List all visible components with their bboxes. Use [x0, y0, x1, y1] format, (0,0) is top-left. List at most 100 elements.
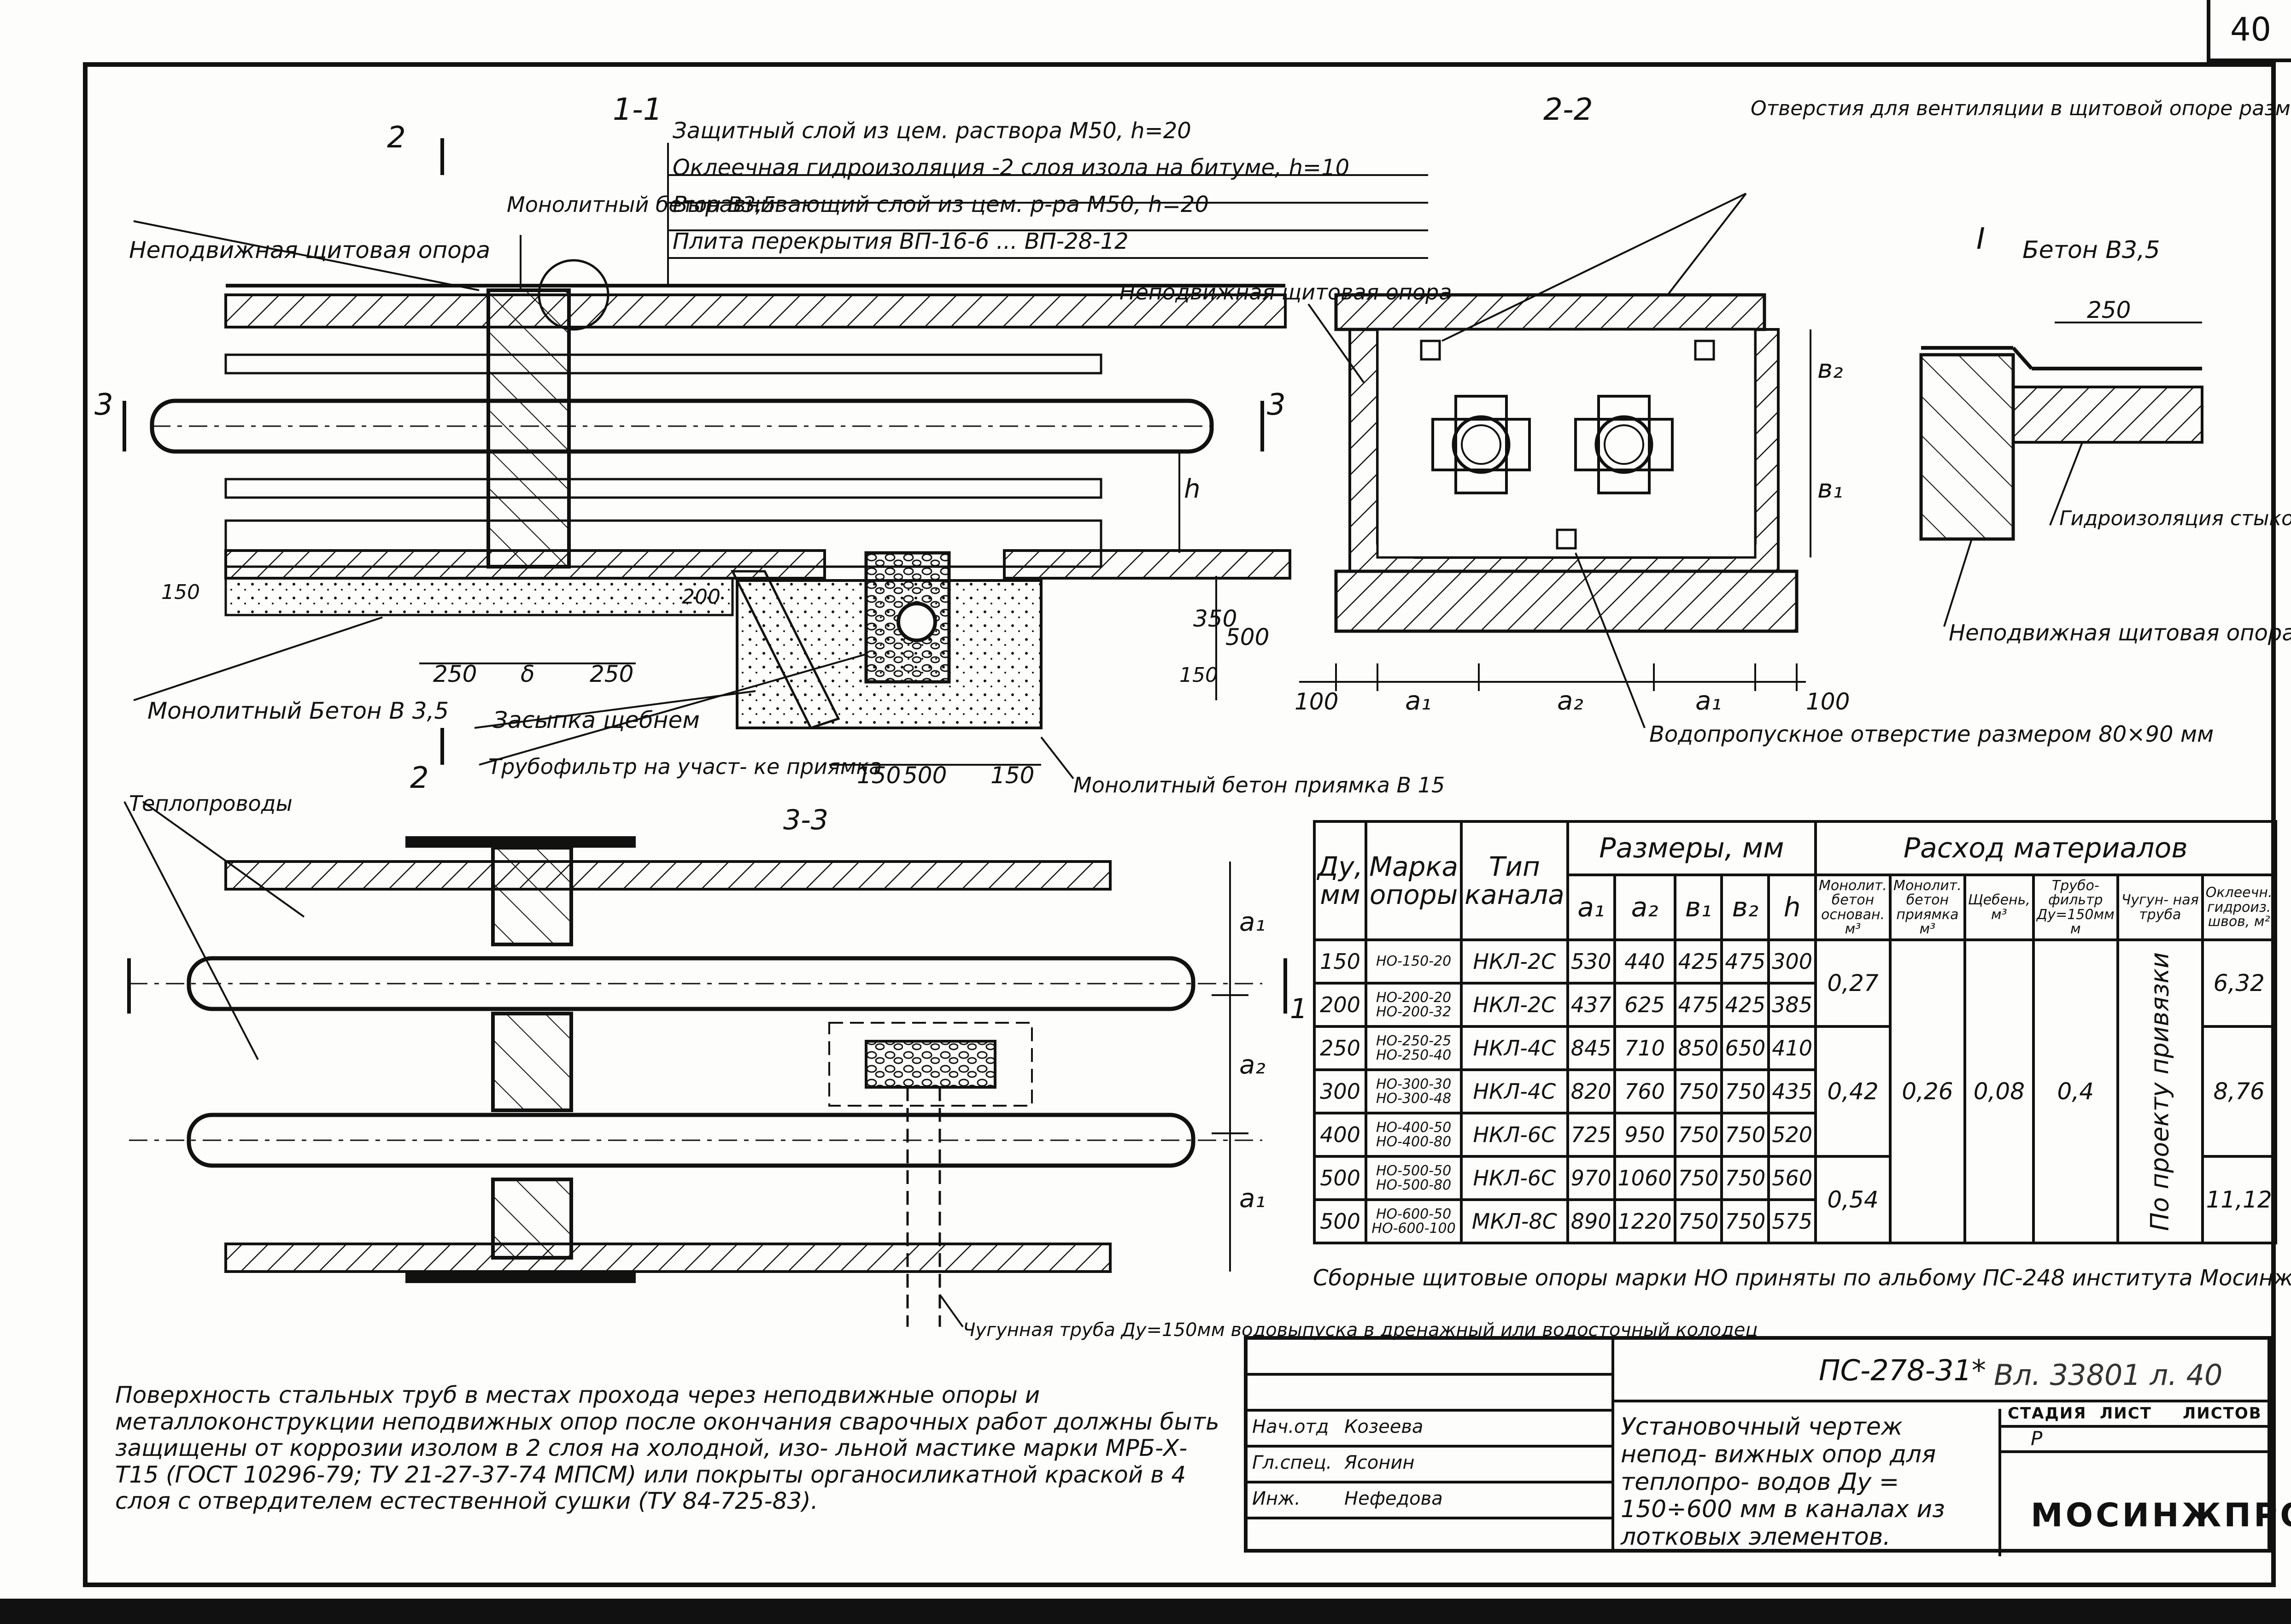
table-row: 400 НО-400-50 НО-400-80 НКЛ-6С 725 950 7…: [1312, 1112, 2276, 1158]
cell-waterproof-3: 11,12: [2201, 1155, 2277, 1244]
dim-a1-33-bottom: a₁: [1239, 1184, 1266, 1214]
cell-base-2: 0,42: [1814, 1025, 1892, 1158]
cut-mark-2-bottom: 2: [410, 761, 429, 795]
cell-b1: 750: [1673, 1068, 1723, 1114]
cell-a2: 1060: [1613, 1155, 1676, 1201]
dim-150-h2: 150: [990, 762, 1034, 789]
drawing-description: Установочный чертеж непод- вижных опор д…: [1621, 1413, 1945, 1551]
col-b2: в₂: [1720, 874, 1770, 941]
cell-b2: 425: [1720, 982, 1770, 1028]
cell-pit: 0,26: [1888, 938, 1966, 1244]
layer-2: Оклеечная гидроизоляция -2 слоя изола на…: [673, 155, 1349, 181]
cell-b1: 850: [1673, 1025, 1723, 1071]
cell-h: 385: [1767, 982, 1817, 1028]
tb-role: Нач.отд: [1252, 1416, 1329, 1437]
cell-h: 410: [1767, 1025, 1817, 1071]
tb-name: Нефедова: [1344, 1488, 1443, 1509]
col-base-concrete: Монолит. бетон основан. м³: [1814, 874, 1892, 941]
cell-mark: НО-300-30 НО-300-48: [1365, 1068, 1463, 1114]
cell-a1: 530: [1566, 938, 1616, 985]
organization-name: МОСИНЖПРОЕКТ: [2031, 1496, 2291, 1534]
cell-a1: 845: [1566, 1025, 1616, 1071]
tb-row-2: Гл.спец. Ясонин: [1248, 1448, 1611, 1483]
label-monolith-top: Монолитный бетон В3,5: [507, 192, 776, 217]
dim-delta: δ: [521, 661, 535, 687]
dim-150-h: 150: [857, 762, 901, 789]
tb-role: Инж.: [1252, 1488, 1301, 1509]
cell-du: 500: [1312, 1198, 1368, 1244]
tb-hline-3: [1998, 1450, 2275, 1453]
cell-gravel: 0,08: [1963, 938, 2035, 1244]
cell-a1: 820: [1566, 1068, 1616, 1114]
cell-a2: 710: [1613, 1025, 1676, 1071]
stage-value: Р: [2031, 1427, 2043, 1450]
cell-b2: 750: [1720, 1155, 1770, 1201]
cell-castiron: По проекту привязки: [2117, 940, 2203, 1243]
layer-1: Защитный слой из цем. раствора М50, h=20: [673, 118, 1191, 144]
table-row: 500 НО-500-50 НО-500-80 НКЛ-6С 970 1060 …: [1312, 1155, 2277, 1244]
cell-du: 400: [1312, 1112, 1368, 1158]
section-2-2: [1299, 193, 1811, 728]
cell-b2: 475: [1720, 938, 1770, 985]
tb-hline: [1611, 1400, 2275, 1402]
col-b1: в₁: [1673, 874, 1723, 941]
materials-table: Ду, мм Марка опоры Тип канала Размеры, м…: [1312, 820, 2277, 1244]
section-2-2-title: 2-2: [1543, 92, 1593, 127]
cell-h: 575: [1767, 1198, 1817, 1244]
dim-100-right: 100: [1806, 688, 1850, 715]
label-fixed-support-11-text: Неподвижная щитовая опора: [129, 237, 490, 264]
col-castiron: Чугун- ная труба: [2116, 874, 2204, 941]
label-fixed-support-11: Неподвижная щитовая опора: [129, 237, 490, 264]
cell-mark: НО-400-50 НО-400-80: [1365, 1112, 1463, 1158]
layer-3: Выравнивающий слой из цем. р-ра М50, h=2…: [673, 192, 1209, 217]
cell-b2: 750: [1720, 1198, 1770, 1244]
label-joint-waterproof: Гидроизоляция стыков - 2 слоя изола на б…: [2059, 507, 2291, 530]
tb-divider: [1611, 1340, 1614, 1549]
cell-h: 560: [1767, 1155, 1817, 1201]
table-row: 150 НО-150-20 НКЛ-2С 530 440 425 475 300…: [1312, 938, 2277, 1244]
cell-mark: НО-250-25 НО-250-40: [1365, 1025, 1463, 1071]
table-row: 500 НО-600-50 НО-600-100 МКЛ-8С 890 1220…: [1312, 1198, 2276, 1244]
cell-base-3: 0,54: [1814, 1155, 1892, 1244]
title-block: Нач.отд Козеева Гл.спец. Ясонин Инж. Неф…: [1244, 1336, 2291, 1556]
col-a2: a₂: [1613, 874, 1676, 941]
dim-200: 200: [682, 585, 721, 609]
cell-a2: 440: [1613, 938, 1676, 985]
dim-250-left: 250: [433, 661, 477, 687]
cell-mark: НО-150-20: [1365, 938, 1463, 985]
cell-mark: НО-600-50 НО-600-100: [1365, 1198, 1463, 1244]
cell-b1: 750: [1673, 1112, 1723, 1158]
label-fixed-support-detail: Неподвижная щитовая опора: [1949, 620, 2291, 646]
col-type: Тип канала: [1460, 820, 1569, 941]
cell-type: НКЛ-2С: [1460, 982, 1569, 1028]
cell-a2: 1220: [1613, 1198, 1676, 1244]
cell-du: 300: [1312, 1068, 1368, 1114]
col-a1: a₁: [1566, 874, 1616, 941]
cell-type: НКЛ-6С: [1460, 1155, 1569, 1201]
pipe-right: [1574, 395, 1674, 494]
cell-filter: 0,4: [2032, 938, 2119, 1244]
dim-100-left: 100: [1295, 688, 1338, 715]
dim-500-v: 500: [1225, 624, 1269, 651]
group-materials: Расход материалов: [1814, 820, 2277, 876]
tb-name: Козеева: [1344, 1416, 1424, 1437]
dim-250-detail: 250: [2087, 297, 2131, 323]
group-dimensions: Размеры, мм: [1566, 820, 1817, 876]
dim-a2-33: a₂: [1239, 1050, 1266, 1080]
cell-b1: 425: [1673, 938, 1723, 985]
col-filter: Трубо- фильтр Ду=150мм м: [2032, 874, 2119, 941]
cell-mark: НО-500-50 НО-500-80: [1365, 1155, 1463, 1201]
cell-du: 250: [1312, 1025, 1368, 1071]
sheet-header: ЛИСТ: [2100, 1404, 2152, 1423]
section-3-3: [123, 801, 1287, 1328]
tb-role: Гл.спец.: [1252, 1452, 1332, 1473]
cell-du: 150: [1312, 938, 1368, 985]
dim-a1-left: a₁: [1405, 686, 1431, 716]
dim-500-h: 500: [903, 762, 947, 789]
pipe-left: [1431, 395, 1531, 494]
dim-150: 150: [161, 580, 200, 604]
dim-250-right: 250: [590, 661, 633, 687]
table-note: Сборные щитовые опоры марки НО приняты п…: [1313, 1265, 2291, 1291]
